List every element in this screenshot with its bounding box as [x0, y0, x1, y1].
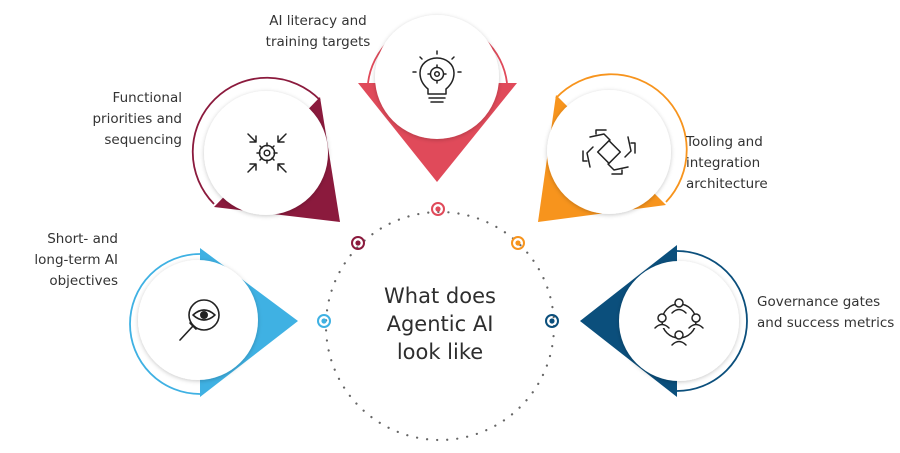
objectives-marker — [317, 314, 331, 328]
center-title-line: What does — [384, 284, 496, 308]
magnifier-eye-icon — [179, 299, 220, 341]
priorities-label: Functional priorities and sequencing — [92, 88, 182, 151]
segment-literacy — [358, 15, 517, 216]
center-title-line: look like — [396, 340, 484, 364]
lightbulb-gear-icon — [412, 50, 462, 103]
literacy-label-line: AI literacy and — [269, 13, 367, 29]
tooling-label: Tooling and integration architecture — [686, 132, 768, 195]
objectives-arc — [129, 253, 201, 395]
segment-tooling — [511, 73, 688, 250]
governance-marker — [545, 314, 559, 328]
segment-objectives — [129, 248, 331, 397]
tooling-label-line: Tooling and — [686, 134, 763, 150]
handshake-icon — [582, 129, 636, 175]
priorities-label-line: priorities and — [92, 111, 182, 127]
tooling-label-line: architecture — [686, 176, 768, 192]
objectives-label-line: objectives — [49, 273, 118, 289]
literacy-label: AI literacy and training targets — [248, 11, 388, 53]
objectives-label-line: Short- and — [47, 231, 118, 247]
tooling-marker — [511, 236, 525, 250]
priorities-label-line: Functional — [112, 90, 182, 106]
literacy-marker — [431, 202, 445, 216]
tooling-arc — [555, 73, 688, 203]
priorities-circle — [204, 91, 328, 215]
objectives-circle — [138, 260, 258, 380]
segment-governance — [545, 245, 748, 397]
governance-label-line: and success metrics — [757, 315, 895, 331]
tooling-label-line: integration — [686, 155, 761, 171]
governance-label: Governance gates and success metrics — [757, 292, 894, 334]
objectives-label-line: long-term AI — [34, 252, 118, 268]
governance-label-line: Governance gates — [757, 294, 881, 310]
center-title: What does Agentic AI look like — [330, 282, 550, 366]
priorities-label-line: sequencing — [104, 132, 182, 148]
gear-arrows-icon — [247, 133, 287, 173]
objectives-label: Short- and long-term AI objectives — [34, 229, 118, 292]
priorities-marker — [351, 236, 365, 250]
people-network-icon — [654, 298, 704, 346]
priorities-arc — [191, 76, 321, 205]
segment-priorities — [191, 76, 365, 250]
center-title-line: Agentic AI — [386, 312, 494, 336]
literacy-label-line: training targets — [265, 34, 371, 50]
governance-circle — [619, 261, 739, 381]
governance-arc — [676, 250, 748, 392]
tooling-circle — [547, 90, 671, 214]
